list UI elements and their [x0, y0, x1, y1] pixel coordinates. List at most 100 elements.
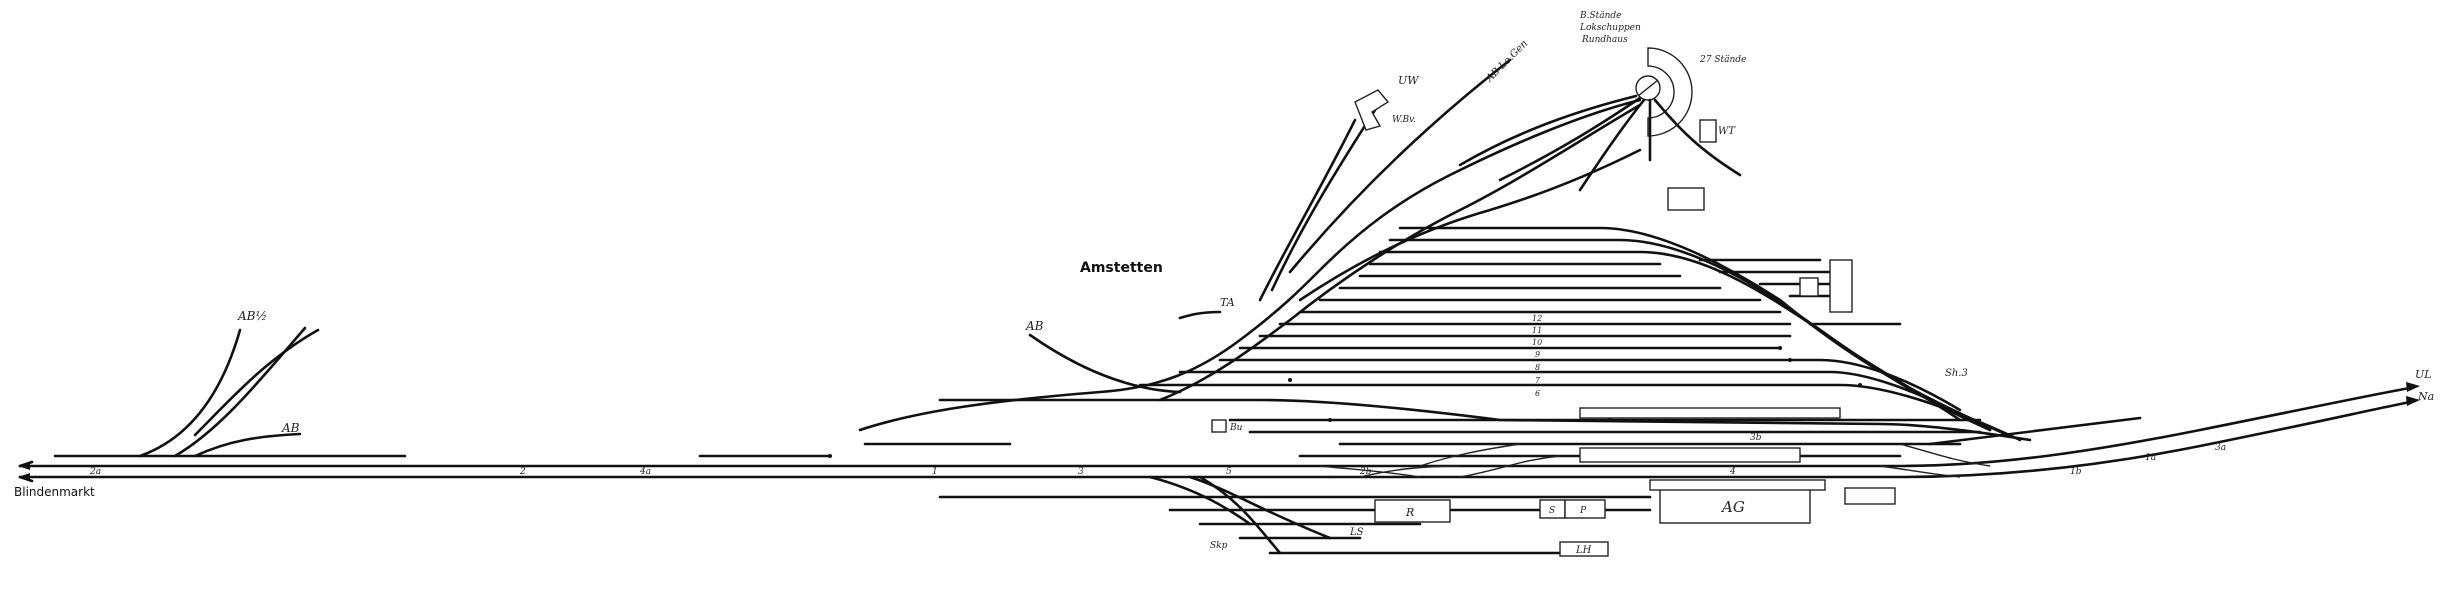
label-wt: WT: [1718, 126, 1736, 137]
label-s: S: [1549, 506, 1555, 516]
label-ul: UL: [2415, 368, 2432, 381]
label-ab: AB: [281, 421, 300, 435]
crossover-1: [1319, 465, 1421, 478]
origin-arrowhead-upper: [18, 462, 30, 470]
marker-7: [1608, 418, 1612, 422]
branch-ab-upper: [1028, 333, 1182, 394]
marker-3: [1778, 346, 1782, 350]
track-no-3a: 3a: [2215, 443, 2226, 453]
marker-5: [1858, 383, 1862, 387]
turntable-label-2: Lokschuppen: [1579, 23, 1641, 33]
track-no-7: 7: [1535, 376, 1541, 385]
branch-ab-half-track-1: [138, 328, 242, 458]
track-no-2b: 2b: [1359, 467, 1372, 477]
marker-6: [828, 454, 832, 458]
building-yard-2: [1799, 277, 1819, 297]
branch-ab-half-track-2: [173, 326, 307, 458]
marker-1: [1288, 378, 1292, 382]
roundhouse-fan-2: [1498, 96, 1642, 182]
turntable-label-right: 27 Stände: [1699, 55, 1746, 65]
label-ab-lo-gen: AB Lo.Gen: [1484, 38, 1531, 85]
building-yard-3: [1829, 259, 1853, 313]
skp-fan-1: [1188, 475, 1332, 540]
turntable-label-1: B.Stände: [1579, 11, 1622, 21]
roundhouse-shape: [1647, 47, 1693, 137]
track-no-1b: 1b: [2070, 467, 2082, 477]
main-right-siding: [1928, 416, 2142, 446]
building-yard-1: [1667, 187, 1705, 211]
track-no-6: 6: [1535, 389, 1540, 398]
upper-approach-1: [858, 98, 1642, 432]
building-ag-wing: [1649, 479, 1826, 491]
roundhouse-fan-3: [1578, 98, 1646, 192]
label-ls: LS: [1349, 527, 1364, 538]
track-no-1a: 1a: [2145, 453, 2156, 463]
branch-ab-half: [138, 326, 320, 458]
origin-name: Blindenmarkt: [14, 485, 95, 499]
crossover-2: [1359, 465, 1461, 478]
main-line-tracks: [18, 442, 1332, 479]
track-no-2: 2: [519, 467, 526, 477]
track-no-12: 12: [1532, 314, 1542, 323]
track-no-5: 5: [1226, 467, 1232, 477]
skp-fan-3: [1148, 475, 1252, 526]
yard-track-o: [1398, 226, 2012, 438]
branch-ab-lo-gen: [1288, 58, 1512, 274]
marker-4: [1788, 358, 1792, 362]
building-bu: [1211, 419, 1227, 433]
label-skp: Skp: [1210, 541, 1228, 551]
building-right: [1844, 487, 1896, 505]
track-markers: [828, 346, 1862, 458]
marker-2: [1328, 418, 1332, 422]
track-no-4a: 4a: [639, 467, 651, 477]
na-arrowhead: [2406, 396, 2420, 406]
track-no-11: 11: [1532, 326, 1542, 335]
label-ag: AG: [1720, 498, 1745, 516]
ul-arrowhead: [2406, 382, 2420, 392]
building-platform-2: [1579, 407, 1841, 419]
upper-approach-2: [1158, 103, 1642, 402]
branch-ab-half-track-3: [193, 328, 320, 437]
branch-ab-connector: [193, 432, 302, 458]
building-wt: [1699, 119, 1717, 143]
turntable-roundhouse: [1458, 47, 1742, 192]
label-p: P: [1579, 506, 1587, 516]
crossover-4: [1459, 455, 1561, 478]
building-lh: [1559, 541, 1609, 557]
label-lh: LH: [1575, 545, 1592, 556]
track-no-10: 10: [1532, 338, 1542, 347]
track-no-8: 8: [1535, 363, 1540, 372]
building-w-bv: [1354, 89, 1390, 131]
upper-approach-3: [1298, 148, 1642, 302]
label-bu: Bu: [1229, 423, 1243, 433]
roundhouse-fan-1: [1458, 94, 1638, 167]
roundhouse-fan-5: [1653, 98, 1742, 177]
branch-uw-2: [1270, 108, 1377, 292]
upper-branches: [858, 58, 1642, 432]
building-p: [1564, 499, 1606, 519]
buildings: [1211, 89, 1896, 557]
turntable-label-3: Rundhaus: [1581, 35, 1628, 45]
main-upper-right: [1328, 386, 2412, 468]
label-ta: TA: [1220, 296, 1235, 309]
label-w-bv: W.Bv.: [1392, 115, 1416, 125]
label-uw: UW: [1398, 74, 1420, 87]
building-platform: [1579, 447, 1801, 463]
crossover-3: [1419, 443, 1521, 467]
crossover-6: [1899, 443, 1991, 467]
turntable-bridge: [1637, 79, 1659, 97]
label-r: R: [1405, 506, 1414, 519]
skp-fan-2: [1198, 475, 1282, 555]
label-sh3: Sh.3: [1945, 368, 1968, 379]
crossovers: [1319, 443, 1991, 478]
building-r: [1374, 499, 1451, 523]
main-lower-right: [1328, 400, 2412, 479]
branch-uw: [1258, 118, 1357, 302]
track-no-9: 9: [1535, 350, 1540, 359]
origin-arrowhead-lower: [18, 473, 30, 481]
track-no-1: 1: [932, 467, 938, 477]
labels: Amstetten Blindenmarkt AB½ AB AB TA UW A…: [14, 11, 2434, 556]
label-ab-half: AB½: [237, 309, 267, 323]
label-na: Na: [2417, 390, 2434, 403]
